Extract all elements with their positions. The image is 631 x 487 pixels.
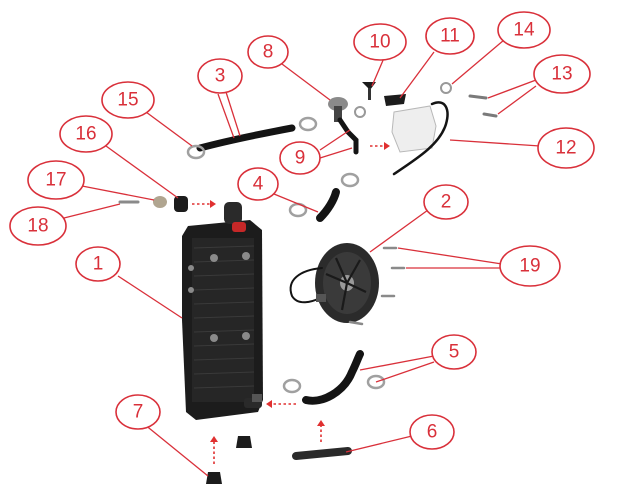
callout-5-label: 5	[449, 342, 460, 363]
callout-18-label: 18	[27, 216, 48, 237]
callout-17: 17	[27, 160, 155, 201]
callout-12: 12	[449, 127, 595, 169]
callout-19: 19	[397, 245, 561, 287]
hose-clamp-part	[186, 116, 386, 394]
callout-1: 1	[75, 246, 183, 319]
callout-8: 8	[247, 35, 331, 101]
callout-17-label: 17	[45, 170, 66, 191]
coolant-reservoir-part	[391, 105, 437, 153]
fan-bolt-part	[348, 246, 406, 326]
lower-hose-part	[302, 350, 364, 405]
callout-14-label: 14	[513, 20, 535, 41]
radiator-part	[182, 202, 263, 420]
callout-3: 3	[197, 58, 243, 139]
clip-part	[440, 82, 452, 94]
callout-9-label: 9	[295, 148, 306, 169]
callout-4-label: 4	[253, 174, 264, 195]
t-valve-part	[362, 82, 376, 100]
callout-11-label: 11	[440, 26, 460, 47]
callout-12-label: 12	[555, 138, 576, 159]
straight-hose-part	[292, 447, 352, 460]
callout-15-label: 15	[117, 90, 138, 111]
reservoir-cap-part	[384, 94, 406, 106]
callout-11: 11	[399, 17, 475, 99]
grommet-part	[206, 436, 252, 484]
callout-18: 18	[9, 203, 121, 246]
callout-19-label: 19	[519, 256, 540, 277]
callout-3-label: 3	[215, 66, 226, 87]
overflow-hose-part	[392, 101, 449, 176]
callout-14: 14	[451, 11, 551, 85]
callout-15: 15	[101, 81, 193, 147]
radiator-cap-part	[328, 97, 348, 122]
upper-hose-part	[196, 124, 296, 152]
washer-part	[153, 196, 167, 208]
assembly-arrows	[192, 142, 390, 464]
callout-1-label: 1	[93, 254, 104, 275]
callout-7: 7	[115, 394, 209, 477]
callout-16-label: 16	[75, 124, 96, 145]
callout-5: 5	[359, 334, 477, 383]
callout-9: 9	[279, 129, 353, 175]
rubber-bushing-part	[174, 196, 188, 212]
callout-4: 4	[237, 167, 319, 213]
callout-10: 10	[353, 23, 407, 87]
small-hose-part	[337, 106, 366, 155]
callout-10-label: 10	[369, 32, 390, 53]
callout-6: 6	[345, 414, 455, 453]
callout-16: 16	[59, 115, 179, 199]
callout-8-label: 8	[263, 42, 274, 63]
callout-2-label: 2	[441, 192, 452, 213]
callout-6-label: 6	[427, 422, 438, 443]
callout-13: 13	[487, 54, 591, 115]
callout-2: 2	[369, 184, 469, 253]
cooling-fan-part	[289, 243, 379, 323]
elbow-hose-part	[316, 188, 340, 222]
callout-13-label: 13	[551, 64, 572, 85]
bolt-part	[468, 94, 498, 118]
callout-7-label: 7	[133, 402, 144, 423]
